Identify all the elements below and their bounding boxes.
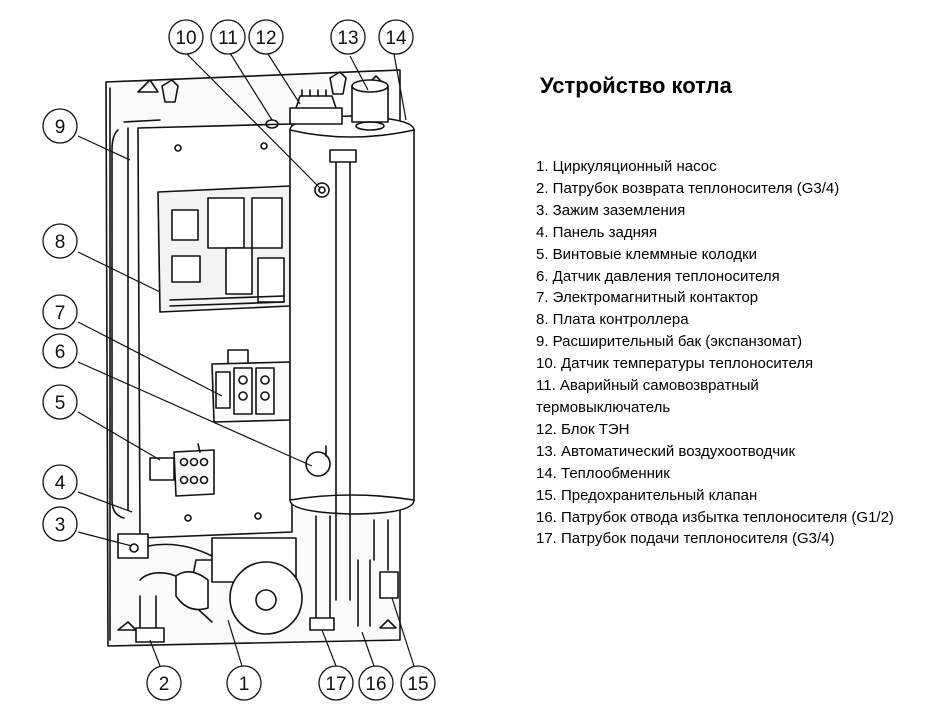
ground-clamp	[117, 533, 213, 559]
callout-17: 17	[318, 665, 354, 701]
svg-text:2: 2	[159, 674, 170, 695]
callout-8: 8	[42, 223, 78, 259]
callout-9: 9	[42, 108, 78, 144]
legend-item: 1. Циркуляционный насос	[536, 158, 717, 175]
legend-item: 16. Патрубок отвода избытка теплоносител…	[536, 508, 894, 526]
callout-1: 1	[226, 665, 262, 701]
svg-text:14: 14	[385, 28, 407, 49]
callout-16: 16	[358, 665, 394, 701]
expansion-tank	[111, 119, 161, 519]
svg-text:11: 11	[218, 28, 238, 49]
callout-13: 13	[330, 19, 366, 55]
callout-12: 12	[248, 19, 284, 55]
svg-text:10: 10	[175, 28, 196, 49]
callout-7: 7	[42, 294, 78, 330]
legend-item: 10. Датчик температуры теплоносителя	[536, 355, 814, 373]
svg-text:12: 12	[255, 28, 276, 49]
callout-2: 2	[146, 665, 182, 701]
svg-text:5: 5	[55, 393, 66, 414]
callout-4: 4	[42, 464, 78, 500]
svg-text:7: 7	[55, 303, 66, 324]
callout-3: 3	[42, 506, 78, 542]
parts-legend: 1. Циркуляционный насос 2. Патрубок возв…	[536, 156, 894, 550]
legend-item: 5. Винтовые клеммные колодки	[536, 245, 758, 263]
supply-pipe	[305, 149, 357, 601]
legend-item: 14. Теплообменник	[536, 464, 670, 482]
legend-item: термовыключатель	[536, 398, 671, 416]
svg-text:17: 17	[325, 674, 346, 695]
legend-item: 17. Патрубок подачи теплоносителя (G3/4)	[536, 530, 835, 548]
return-pipe	[135, 571, 209, 643]
legend-item: 7. Электромагнитный контактор	[536, 289, 759, 307]
callout-11: 11	[210, 19, 246, 55]
svg-text:13: 13	[337, 28, 358, 49]
bottom-pipes	[309, 515, 399, 631]
svg-text:3: 3	[55, 515, 66, 536]
legend-item: 9. Расширительный бак (экспанзомат)	[536, 333, 803, 351]
svg-text:15: 15	[407, 674, 428, 695]
legend-item: 3. Зажим заземления	[536, 201, 686, 219]
leader-lines	[77, 52, 415, 667]
svg-text:9: 9	[55, 117, 66, 138]
legend-item: 12. Блок ТЭН	[536, 420, 630, 438]
pump	[187, 537, 303, 635]
callout-6: 6	[42, 333, 78, 369]
legend-item: 6. Датчик давления теплоносителя	[536, 267, 780, 285]
callout-15: 15	[400, 665, 436, 701]
svg-text:8: 8	[55, 232, 66, 253]
air-vent	[351, 79, 389, 131]
legend-item: 8. Плата контроллера	[536, 311, 689, 329]
contactor	[211, 349, 291, 423]
callouts: 10 11 12 13 14 9 8 7 6 5 4 3 2 1 17 16 1…	[42, 19, 436, 701]
terminal-blocks	[149, 443, 215, 497]
temp-sensor	[314, 182, 330, 198]
svg-text:1: 1	[239, 674, 250, 695]
legend-item: 4. Панель задняя	[536, 223, 658, 241]
svg-text:4: 4	[55, 473, 66, 494]
callout-5: 5	[42, 384, 78, 420]
diagram-title: Устройство котла	[540, 73, 732, 98]
callout-14: 14	[378, 19, 414, 55]
controller-board	[157, 185, 291, 313]
legend-item: 13. Автоматический воздухоотводчик	[536, 442, 796, 460]
legend-item: 11. Аварийный самовозвратный	[536, 377, 759, 395]
legend-item: 15. Предохранительный клапан	[536, 486, 758, 504]
callout-10: 10	[168, 19, 204, 55]
legend-item: 2. Патрубок возврата теплоносителя (G3/4…	[536, 179, 840, 197]
svg-text:6: 6	[55, 342, 66, 363]
svg-text:16: 16	[365, 674, 386, 695]
